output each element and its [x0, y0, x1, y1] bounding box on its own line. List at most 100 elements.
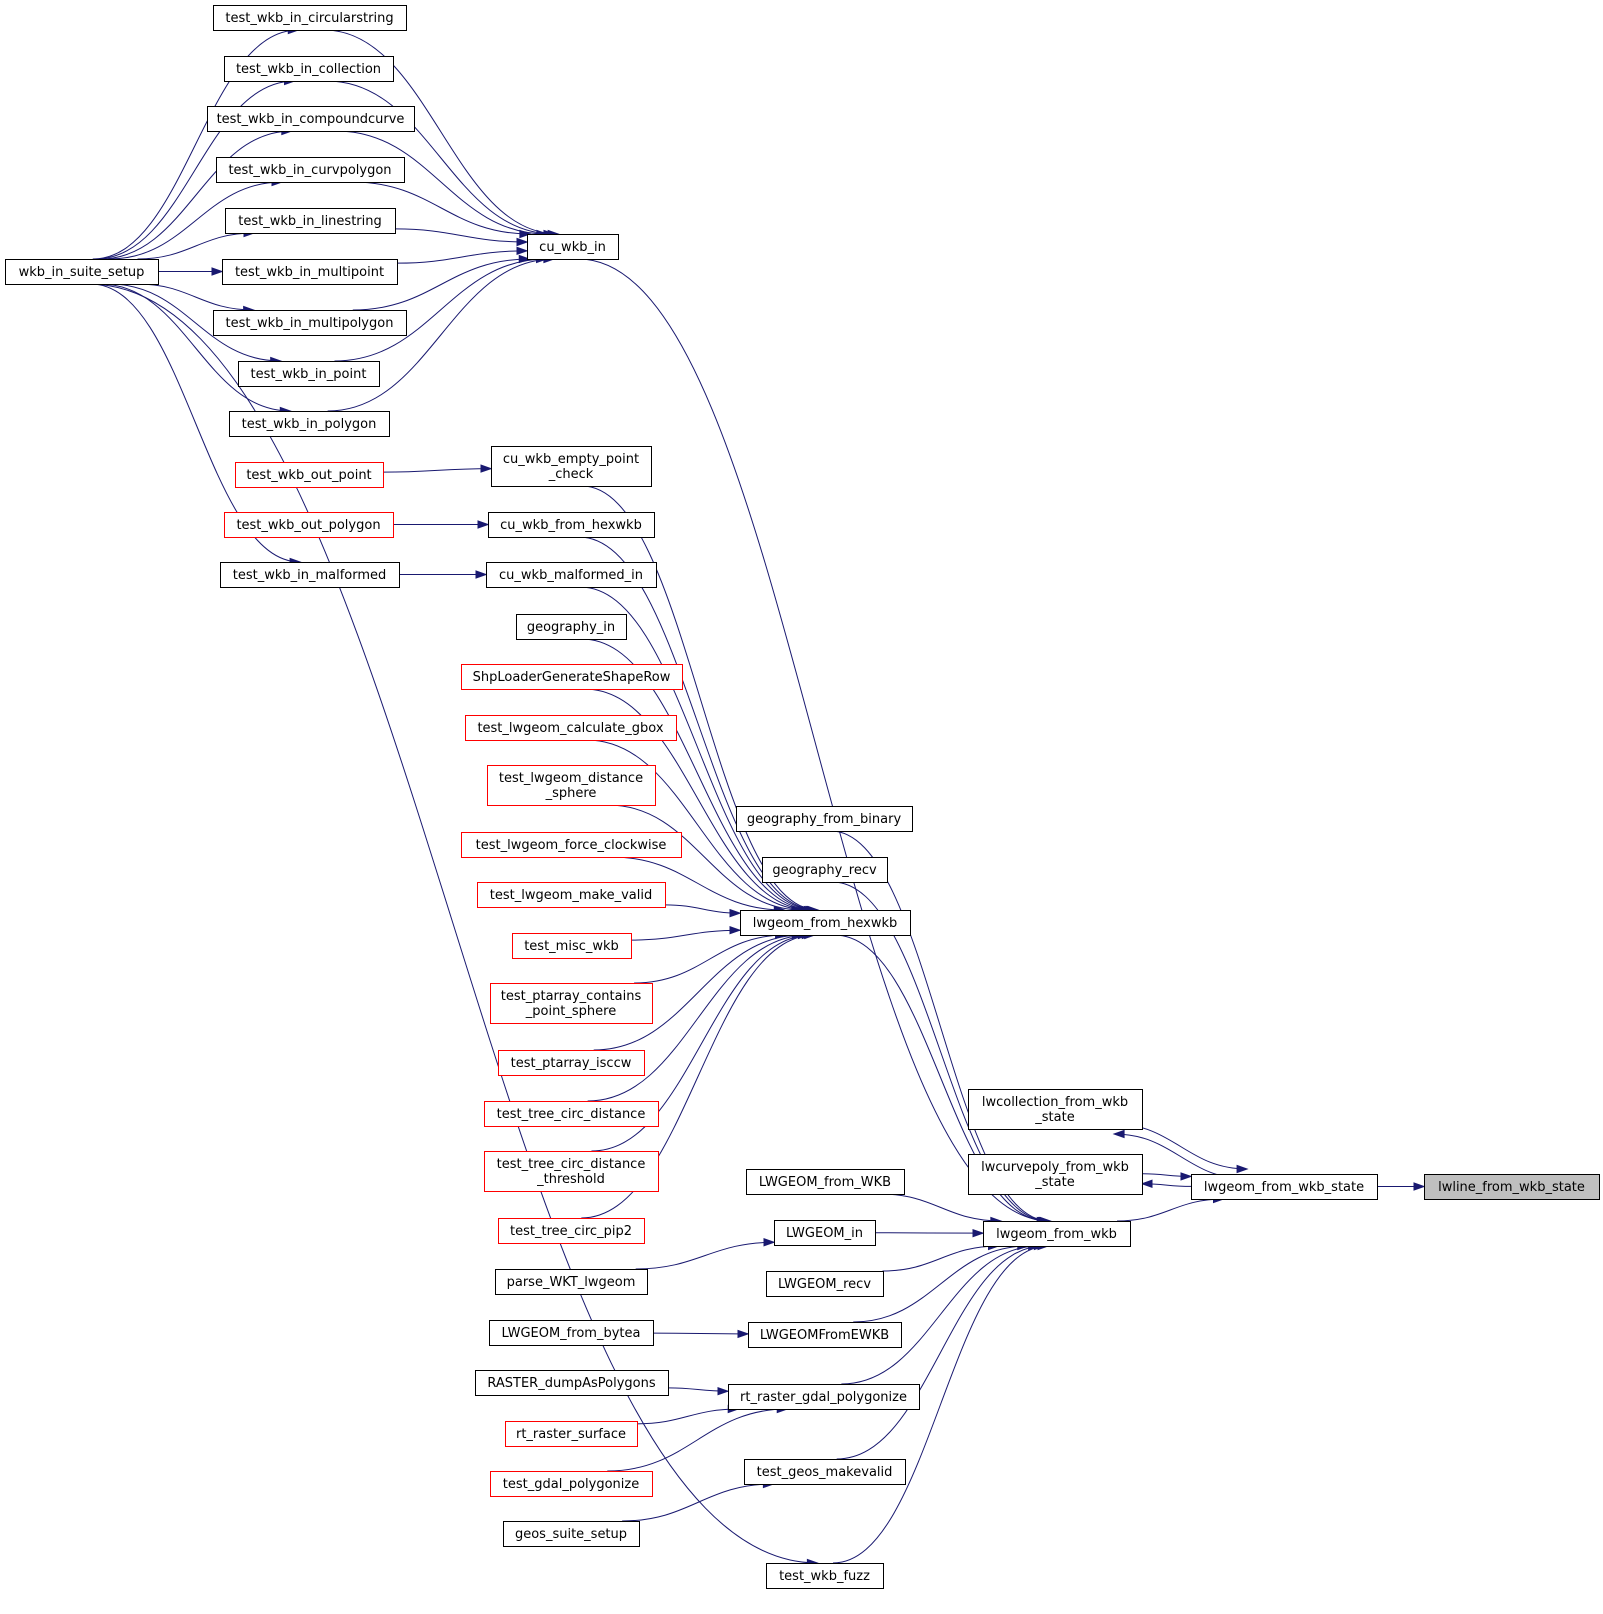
node-test-ptarray-isccw[interactable]: test_ptarray_isccw [498, 1050, 645, 1076]
node-box[interactable] [484, 1101, 659, 1127]
node-test-lwgeom-distance-sphere[interactable]: test_lwgeom_distance_sphere [487, 765, 656, 806]
node-box[interactable] [512, 933, 632, 959]
node-test-gdal-polygonize[interactable]: test_gdal_polygonize [490, 1471, 653, 1497]
node-box[interactable] [213, 5, 407, 31]
node-box[interactable] [495, 1269, 648, 1295]
node-box[interactable] [222, 259, 398, 285]
node-box[interactable] [968, 1154, 1143, 1195]
node-rt-raster-gdal-polygonize[interactable]: rt_raster_gdal_polygonize [728, 1384, 920, 1410]
node-test-wkb-in-polygon[interactable]: test_wkb_in_polygon [229, 411, 390, 437]
node-cu-wkb-empty-point-check[interactable]: cu_wkb_empty_point_check [491, 446, 652, 487]
node-box[interactable] [461, 664, 683, 690]
node-box[interactable] [488, 512, 655, 538]
node-test-wkb-in-curvpolygon[interactable]: test_wkb_in_curvpolygon [216, 157, 405, 183]
node-box[interactable] [748, 1322, 902, 1348]
node-box[interactable] [5, 259, 159, 285]
node-box[interactable] [238, 361, 380, 387]
node-box[interactable] [503, 1521, 640, 1547]
node-box[interactable] [766, 1563, 884, 1589]
node-lwcollection-from-wkb-state[interactable]: lwcollection_from_wkb_state [968, 1089, 1143, 1130]
node-box[interactable] [207, 106, 415, 132]
node-box[interactable] [477, 882, 666, 908]
node-box[interactable] [475, 1370, 669, 1396]
node-box[interactable] [224, 56, 394, 82]
node-lwgeom-from-hexwkb[interactable]: lwgeom_from_hexwkb [740, 910, 911, 936]
node-test-tree-circ-distance-threshold[interactable]: test_tree_circ_distance_threshold [484, 1151, 659, 1192]
node-box[interactable] [235, 462, 384, 488]
node-lwgeomfromewkb[interactable]: LWGEOMFromEWKB [748, 1322, 902, 1348]
node-box[interactable] [505, 1421, 638, 1447]
node-test-wkb-in-collection[interactable]: test_wkb_in_collection [224, 56, 394, 82]
node-box[interactable] [1424, 1174, 1600, 1200]
node-box[interactable] [225, 208, 396, 234]
node-cu-wkb-from-hexwkb[interactable]: cu_wkb_from_hexwkb [488, 512, 655, 538]
node-rt-raster-surface[interactable]: rt_raster_surface [505, 1421, 638, 1447]
node-box[interactable] [746, 1169, 905, 1195]
node-lwgeom-in[interactable]: LWGEOM_in [774, 1220, 876, 1246]
node-test-geos-makevalid[interactable]: test_geos_makevalid [744, 1459, 906, 1485]
node-box[interactable] [489, 1320, 654, 1346]
node-box[interactable] [216, 157, 405, 183]
node-box[interactable] [490, 983, 653, 1024]
node-lwcurvepoly-from-wkb-state[interactable]: lwcurvepoly_from_wkb_state [968, 1154, 1143, 1195]
node-box[interactable] [224, 512, 394, 538]
node-wkb-in-suite-setup[interactable]: wkb_in_suite_setup [5, 259, 159, 285]
node-box[interactable] [968, 1089, 1143, 1130]
node-test-ptarray-contains-point-sphere[interactable]: test_ptarray_contains_point_sphere [490, 983, 653, 1024]
node-box[interactable] [487, 765, 656, 806]
node-test-tree-circ-pip2[interactable]: test_tree_circ_pip2 [498, 1218, 645, 1244]
node-box[interactable] [229, 411, 390, 437]
node-test-wkb-out-point[interactable]: test_wkb_out_point [235, 462, 384, 488]
node-geography-in[interactable]: geography_in [516, 614, 627, 640]
node-box[interactable] [983, 1221, 1131, 1247]
node-parse-wkt-lwgeom[interactable]: parse_WKT_lwgeom [495, 1269, 648, 1295]
node-lwline-from-wkb-state[interactable]: lwline_from_wkb_state [1424, 1174, 1600, 1200]
node-test-wkb-in-malformed[interactable]: test_wkb_in_malformed [220, 562, 400, 588]
node-lwgeom-from-wkb[interactable]: lwgeom_from_wkb [983, 1221, 1131, 1247]
node-box[interactable] [774, 1220, 876, 1246]
node-test-lwgeom-calculate-gbox[interactable]: test_lwgeom_calculate_gbox [465, 715, 677, 741]
node-box[interactable] [490, 1471, 653, 1497]
node-box[interactable] [744, 1459, 906, 1485]
node-box[interactable] [516, 614, 627, 640]
node-box[interactable] [213, 310, 407, 336]
node-test-wkb-in-point[interactable]: test_wkb_in_point [238, 361, 380, 387]
node-box[interactable] [461, 832, 682, 858]
node-box[interactable] [486, 562, 657, 588]
node-test-wkb-in-multipolygon[interactable]: test_wkb_in_multipolygon [213, 310, 407, 336]
node-box[interactable] [465, 715, 677, 741]
node-geos-suite-setup[interactable]: geos_suite_setup [503, 1521, 640, 1547]
node-lwgeom-from-bytea[interactable]: LWGEOM_from_bytea [489, 1320, 654, 1346]
node-test-lwgeom-force-clockwise[interactable]: test_lwgeom_force_clockwise [461, 832, 682, 858]
node-test-wkb-in-linestring[interactable]: test_wkb_in_linestring [225, 208, 396, 234]
node-box[interactable] [766, 1271, 884, 1297]
node-lwgeom-from-wkb[interactable]: LWGEOM_from_WKB [746, 1169, 905, 1195]
node-test-lwgeom-make-valid[interactable]: test_lwgeom_make_valid [477, 882, 666, 908]
node-cu-wkb-in[interactable]: cu_wkb_in [527, 234, 619, 260]
node-lwgeom-recv[interactable]: LWGEOM_recv [766, 1271, 884, 1297]
node-shploadergenerateshaperow[interactable]: ShpLoaderGenerateShapeRow [461, 664, 683, 690]
node-geography-recv[interactable]: geography_recv [762, 857, 888, 883]
node-test-wkb-in-circularstring[interactable]: test_wkb_in_circularstring [213, 5, 407, 31]
node-box[interactable] [220, 562, 400, 588]
node-box[interactable] [762, 857, 888, 883]
node-test-wkb-in-multipoint[interactable]: test_wkb_in_multipoint [222, 259, 398, 285]
node-raster-dumpaspolygons[interactable]: RASTER_dumpAsPolygons [475, 1370, 669, 1396]
node-box[interactable] [740, 910, 911, 936]
node-box[interactable] [527, 234, 619, 260]
node-cu-wkb-malformed-in[interactable]: cu_wkb_malformed_in [486, 562, 657, 588]
node-box[interactable] [491, 446, 652, 487]
node-box[interactable] [498, 1050, 645, 1076]
node-test-misc-wkb[interactable]: test_misc_wkb [512, 933, 632, 959]
node-box[interactable] [498, 1218, 645, 1244]
node-test-tree-circ-distance[interactable]: test_tree_circ_distance [484, 1101, 659, 1127]
node-box[interactable] [728, 1384, 920, 1410]
node-test-wkb-fuzz[interactable]: test_wkb_fuzz [766, 1563, 884, 1589]
node-geography-from-binary[interactable]: geography_from_binary [736, 806, 913, 832]
node-test-wkb-in-compoundcurve[interactable]: test_wkb_in_compoundcurve [207, 106, 415, 132]
node-lwgeom-from-wkb-state[interactable]: lwgeom_from_wkb_state [1191, 1174, 1378, 1200]
node-test-wkb-out-polygon[interactable]: test_wkb_out_polygon [224, 512, 394, 538]
node-box[interactable] [484, 1151, 659, 1192]
node-box[interactable] [1191, 1174, 1378, 1200]
node-box[interactable] [736, 806, 913, 832]
